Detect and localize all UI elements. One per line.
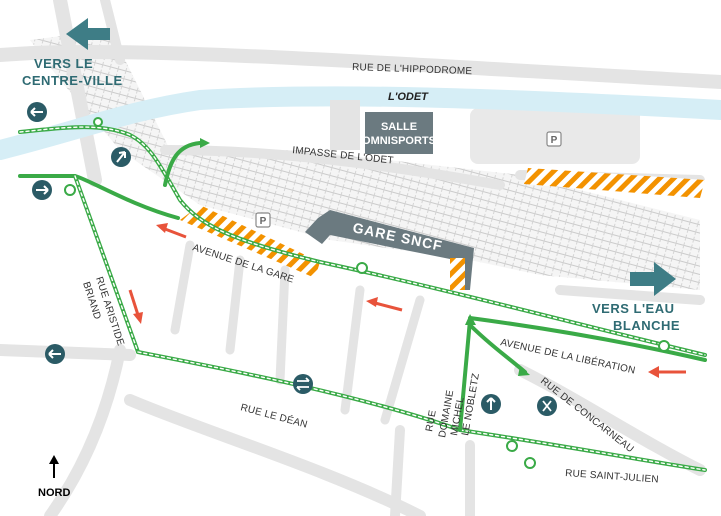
route-saint-julien-dash [459, 429, 706, 471]
road-inner-1 [170, 240, 195, 335]
route-concarneau [468, 323, 527, 374]
direction-arrow-icon [518, 366, 530, 376]
parking-icon: P [255, 212, 271, 228]
direction-arrow-icon [200, 138, 210, 148]
route-node [506, 440, 518, 452]
direction-arrow-icon [465, 314, 476, 325]
salle-omnisports-surround [330, 100, 360, 150]
route-gare-liberation-dash [319, 261, 706, 356]
centre-ville-label-2: CENTRE-VILLE [22, 73, 123, 88]
gare-sncf-building [305, 210, 474, 290]
arrow-up-sign-icon [481, 394, 501, 414]
route-north-loop-dash [19, 126, 321, 263]
river-label: L'ODET [388, 91, 429, 103]
road-hippodrome [0, 44, 721, 89]
arrow-left-sign-icon [27, 102, 47, 122]
eau-blanche-label-2: BLANCHE [613, 318, 680, 333]
road-north-left [53, 0, 102, 187]
red-arrow-liberation [648, 366, 686, 378]
arrow-left-sign-icon [45, 344, 65, 364]
route-nodes [64, 117, 670, 469]
route-impasse-branch [163, 141, 202, 187]
parking-label: P [260, 216, 267, 227]
salle-label-1: SALLE [381, 121, 417, 133]
arrow-up-sign-icon [111, 147, 131, 167]
road-south-left [44, 344, 126, 516]
route-node [658, 340, 670, 352]
eau-blanche-label-1: VERS L'EAU [592, 301, 675, 316]
street-domaine-1: RUE [424, 409, 439, 432]
route-nobletz [458, 318, 472, 432]
red-arrow-gare [366, 297, 403, 312]
red-arrow-aristide [128, 289, 143, 324]
salle-omnisports-building [365, 112, 433, 154]
road-dean-south [124, 394, 426, 516]
red-arrows [128, 223, 686, 378]
work-zone-east [524, 168, 705, 198]
route-liberation-lower [468, 316, 707, 362]
road-inner-4 [340, 285, 365, 415]
red-arrow-avenue-gare [156, 223, 187, 239]
north-label: NORD [38, 487, 70, 499]
road-impasse [160, 145, 505, 190]
road-inner-2 [225, 255, 245, 355]
street-hippodrome: RUE DE L'HIPPODROME [352, 62, 473, 77]
road-south-vert [390, 425, 405, 516]
route-aristide-dash [74, 175, 139, 353]
route-node [64, 184, 76, 196]
arrow-right-sign-icon [32, 180, 52, 200]
road-west [0, 344, 136, 361]
route-node [93, 117, 103, 127]
north-arrow-icon [49, 455, 59, 478]
road-east-south [555, 285, 705, 305]
gare-hatched-entrance [450, 258, 465, 290]
centre-ville-label-1: VERS LE [34, 56, 93, 71]
road-inner-5 [380, 295, 425, 425]
route-node [524, 457, 536, 469]
two-way-sign-icon [293, 374, 313, 394]
road-north-2 [100, 0, 125, 65]
road-concarneau-ext [514, 364, 706, 476]
parking-icon: P [546, 131, 562, 147]
route-node [356, 262, 368, 274]
direction-arrow-eau-blanche [630, 262, 676, 296]
direction-arrow-centre-ville [66, 18, 110, 50]
salle-label-2: OMNISPORTS [362, 135, 436, 147]
two-way-sign-icon [537, 396, 557, 416]
parking-label: P [551, 135, 558, 146]
road-inner-3 [275, 265, 290, 385]
